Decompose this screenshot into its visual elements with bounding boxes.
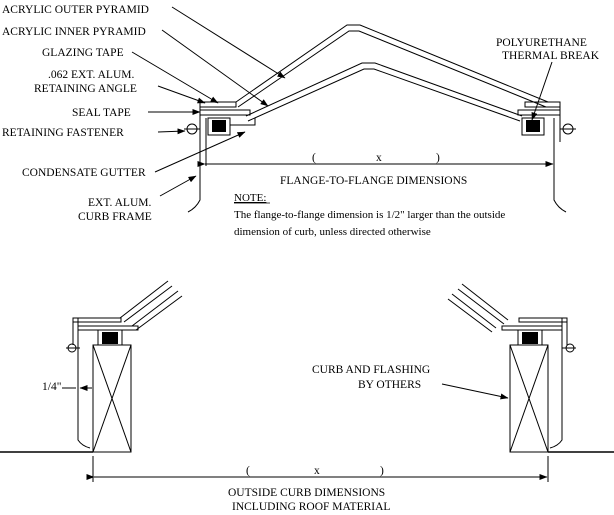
label-curb-flashing-2: BY OTHERS bbox=[358, 379, 421, 391]
inner-pyramid-inner bbox=[247, 68, 521, 122]
inner-pyramid bbox=[245, 62, 523, 117]
leader-curb-flashing bbox=[441, 383, 509, 400]
label-retaining-fastener: RETAINING FASTENER bbox=[2, 127, 124, 139]
flange-dim-open: ( bbox=[312, 152, 316, 164]
label-quarter-inch: 1/4" bbox=[42, 381, 61, 393]
label-thermal-break-2: THERMAL BREAK bbox=[502, 50, 600, 62]
label-inner-pyramid: ACRYLIC INNER PYRAMID bbox=[2, 26, 146, 38]
top-detail: ( x ) FLANGE-TO-FLANGE DIMENSIONS ACRYLI… bbox=[2, 4, 600, 238]
label-seal-tape: SEAL TAPE bbox=[72, 107, 131, 119]
left-flange-assembly bbox=[184, 101, 256, 142]
curb-dim-close: ) bbox=[380, 465, 384, 477]
flange-dim-caption: FLANGE-TO-FLANGE DIMENSIONS bbox=[280, 175, 467, 187]
leader-thermal-break bbox=[531, 61, 553, 121]
curb-dim-caption-2: INCLUDING ROOF MATERIAL bbox=[232, 501, 390, 513]
label-glazing-tape: GLAZING TAPE bbox=[42, 47, 124, 59]
curb-dim-caption-1: OUTSIDE CURB DIMENSIONS bbox=[228, 487, 385, 499]
note-line-2: dimension of curb, unless directed other… bbox=[234, 226, 431, 238]
bottom-detail: 1/4" CURB AND FLASHING BY OTHERS ( x ) O… bbox=[0, 280, 614, 513]
leader-retaining-angle bbox=[157, 85, 206, 104]
label-curb-frame-1: EXT. ALUM. bbox=[88, 197, 151, 209]
leader-gutter bbox=[154, 131, 246, 173]
right-thermal-break bbox=[526, 120, 540, 132]
leader-glazing-tape bbox=[131, 51, 219, 104]
curb-dim-var: x bbox=[314, 465, 320, 477]
label-retaining-angle-1: .062 EXT. ALUM. bbox=[48, 69, 134, 81]
label-outer-pyramid: ACRYLIC OUTER PYRAMID bbox=[2, 4, 149, 16]
note-heading: NOTE: bbox=[234, 192, 266, 204]
label-thermal-break-1: POLYURETHANE bbox=[496, 37, 587, 49]
label-retaining-angle-2: RETAINING ANGLE bbox=[34, 83, 137, 95]
leader-inner-pyramid bbox=[161, 29, 269, 107]
right-bottom-thermal-break bbox=[522, 332, 538, 344]
leader-curb-frame bbox=[159, 175, 197, 197]
outer-pyramid-left bbox=[235, 24, 549, 103]
label-curb-flashing-1: CURB AND FLASHING bbox=[312, 364, 430, 376]
leader-outer-pyramid bbox=[171, 6, 286, 79]
label-condensate-gutter: CONDENSATE GUTTER bbox=[22, 167, 146, 179]
note-line-1: The flange-to-flange dimension is 1/2" l… bbox=[234, 209, 505, 221]
left-bottom-thermal-break bbox=[102, 332, 118, 344]
right-curb-frame bbox=[553, 142, 567, 213]
curb-dim-open: ( bbox=[246, 465, 250, 477]
flange-dim-var: x bbox=[376, 152, 382, 164]
leader-fastener bbox=[157, 128, 186, 135]
right-flange-assembly bbox=[517, 101, 576, 142]
left-thermal-break bbox=[212, 120, 226, 132]
flange-dim-close: ) bbox=[436, 152, 440, 164]
label-curb-frame-2: CURB FRAME bbox=[78, 211, 152, 223]
left-curb-frame bbox=[187, 142, 201, 213]
outer-pyramid-left-inner bbox=[237, 30, 547, 108]
